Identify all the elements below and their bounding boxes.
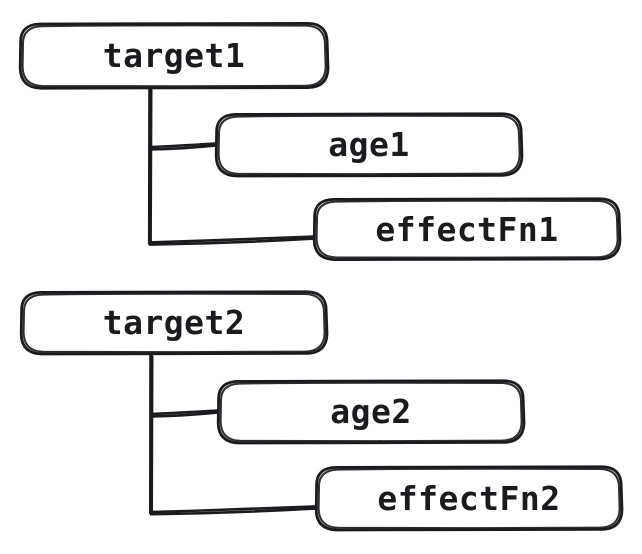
edge-target1-age1: [147, 87, 153, 245]
node-box-effectfn2[interactable]: [314, 465, 624, 532]
node-box-age1[interactable]: [214, 112, 524, 178]
node-label-effectfn2: effectFn2: [377, 478, 561, 518]
node-box-target2[interactable]: [19, 290, 329, 356]
edge-target2-age2-branch: [149, 409, 220, 418]
node-box-effectfn1[interactable]: [312, 197, 622, 261]
edge-target1-age1-branch: [148, 142, 218, 151]
node-label-age2: age2: [330, 392, 412, 431]
edge-target2-effectfn2-branch: [149, 505, 318, 516]
edge-target1-effectfn1-branch: [148, 235, 316, 246]
node-label-target2: target2: [102, 303, 246, 342]
node-box-age2[interactable]: [216, 379, 526, 445]
node-label-target1: target1: [102, 36, 246, 75]
edge-target2-age2: [148, 353, 154, 515]
node-label-age1: age1: [328, 125, 410, 164]
node-box-target1[interactable]: [18, 22, 330, 90]
node-label-effectfn1: effectFn1: [375, 209, 559, 249]
